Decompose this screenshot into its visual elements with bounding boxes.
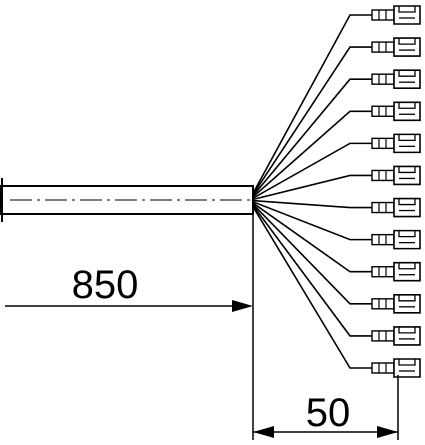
lead-length-label: 50 xyxy=(306,391,351,435)
arrowhead-icon xyxy=(232,300,253,312)
lead-wire xyxy=(252,142,372,199)
dimension-lead-length: 50 xyxy=(253,391,398,438)
flat-receptacle-connector-icon xyxy=(371,197,421,218)
lead-wire xyxy=(252,199,372,209)
extension-lines xyxy=(252,214,399,440)
flat-receptacle-connector-icon xyxy=(371,133,421,154)
lead-wire xyxy=(252,201,372,241)
dimension-cable-length: 850 xyxy=(5,263,253,312)
lead-wire xyxy=(252,206,372,369)
lead-wire xyxy=(252,174,372,201)
flat-receptacle-connector-icon xyxy=(371,69,421,89)
cable-body xyxy=(0,178,254,222)
lead-wires xyxy=(252,14,372,369)
lead-wire xyxy=(252,46,372,196)
lead-wire xyxy=(252,203,372,305)
terminal-connectors xyxy=(371,5,421,378)
flat-receptacle-connector-icon xyxy=(371,165,421,186)
lead-wire xyxy=(252,110,372,198)
flat-receptacle-connector-icon xyxy=(371,101,421,122)
lead-wire xyxy=(252,204,372,337)
flat-receptacle-connector-icon xyxy=(371,294,421,314)
arrowhead-icon xyxy=(253,426,274,438)
flat-receptacle-connector-icon xyxy=(371,229,421,250)
flat-receptacle-connector-icon xyxy=(371,326,421,346)
lead-wire xyxy=(252,14,372,194)
flat-receptacle-connector-icon xyxy=(371,261,421,282)
flat-receptacle-connector-icon xyxy=(371,37,421,57)
lead-wire xyxy=(252,78,372,197)
flat-receptacle-connector-icon xyxy=(371,5,421,25)
flat-receptacle-connector-icon xyxy=(371,358,421,378)
lead-wire xyxy=(252,202,372,273)
cable-length-label: 850 xyxy=(72,263,139,307)
arrowhead-icon xyxy=(377,426,398,438)
